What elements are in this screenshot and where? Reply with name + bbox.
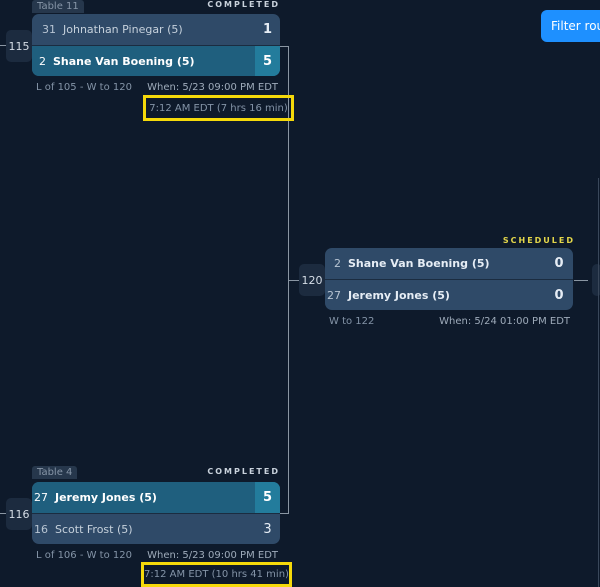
match-number-120: 120: [299, 264, 325, 296]
player-row[interactable]: 2 Shane Van Boening (5) 0: [325, 248, 573, 279]
match-when: When: 5/23 09:00 PM EDT: [147, 82, 278, 93]
connector: [280, 46, 289, 47]
player-name: Shane Van Boening (5): [348, 257, 490, 270]
connector: [574, 280, 588, 281]
score: 5: [255, 46, 280, 76]
connector: [598, 178, 599, 587]
seed: 2: [39, 55, 46, 68]
match-card-115[interactable]: 31 Johnathan Pinegar (5) 1 2 Shane Van Boen…: [32, 14, 280, 76]
match-when: When: 5/24 01:00 PM EDT: [439, 316, 570, 327]
player-row[interactable]: 16 Scott Frost (5) 3: [32, 513, 280, 544]
next-match-stub: [592, 264, 600, 296]
player-name: Scott Frost (5): [55, 523, 133, 536]
player-name: Jeremy Jones (5): [348, 289, 450, 302]
connector: [288, 280, 300, 281]
seed: 27: [327, 289, 341, 302]
match-route: W to 122: [329, 316, 375, 327]
score: 0: [554, 288, 564, 303]
player-row[interactable]: 27 Jeremy Jones (5) 5: [32, 482, 280, 513]
match-status: COMPLETED: [207, 0, 280, 9]
connector: [0, 45, 6, 46]
match-when: When: 5/23 09:00 PM EDT: [147, 550, 278, 561]
match-card-116[interactable]: 27 Jeremy Jones (5) 5 16 Scott Frost (5) 3: [32, 482, 280, 544]
connector: [0, 513, 6, 514]
seed: 16: [34, 523, 48, 536]
score: 1: [262, 22, 273, 37]
match-number-116: 116: [6, 498, 32, 530]
score: 5: [255, 482, 280, 513]
table-label: Table 4: [32, 466, 78, 479]
connector: [280, 513, 289, 514]
match-card-120[interactable]: 2 Shane Van Boening (5) 0 27 Jeremy Jones (…: [325, 248, 573, 310]
player-row[interactable]: 2 Shane Van Boening (5) 5: [32, 45, 280, 76]
match-route: L of 105 - W to 120: [36, 82, 132, 93]
score: 3: [263, 522, 272, 537]
seed: 2: [334, 257, 341, 270]
match-status: COMPLETED: [207, 467, 280, 476]
player-name: Shane Van Boening (5): [53, 55, 195, 68]
player-row[interactable]: 31 Johnathan Pinegar (5) 1: [32, 14, 280, 45]
match-route: L of 106 - W to 120: [36, 550, 132, 561]
seed: 31: [42, 23, 56, 36]
actual-time-highlight: 7:12 AM EDT (10 hrs 41 min): [141, 562, 292, 587]
score: 0: [554, 256, 564, 271]
actual-time-highlight: 7:12 AM EDT (7 hrs 16 min): [143, 95, 294, 121]
player-row[interactable]: 27 Jeremy Jones (5) 0: [325, 279, 573, 310]
table-label: Table 11: [32, 0, 84, 13]
match-number-115: 115: [6, 30, 32, 62]
seed: 27: [34, 491, 48, 504]
filter-rounds-button[interactable]: Filter rou: [541, 10, 600, 42]
player-name: Jeremy Jones (5): [55, 491, 157, 504]
player-name: Johnathan Pinegar (5): [63, 23, 183, 36]
match-status: SCHEDULED: [502, 236, 575, 245]
